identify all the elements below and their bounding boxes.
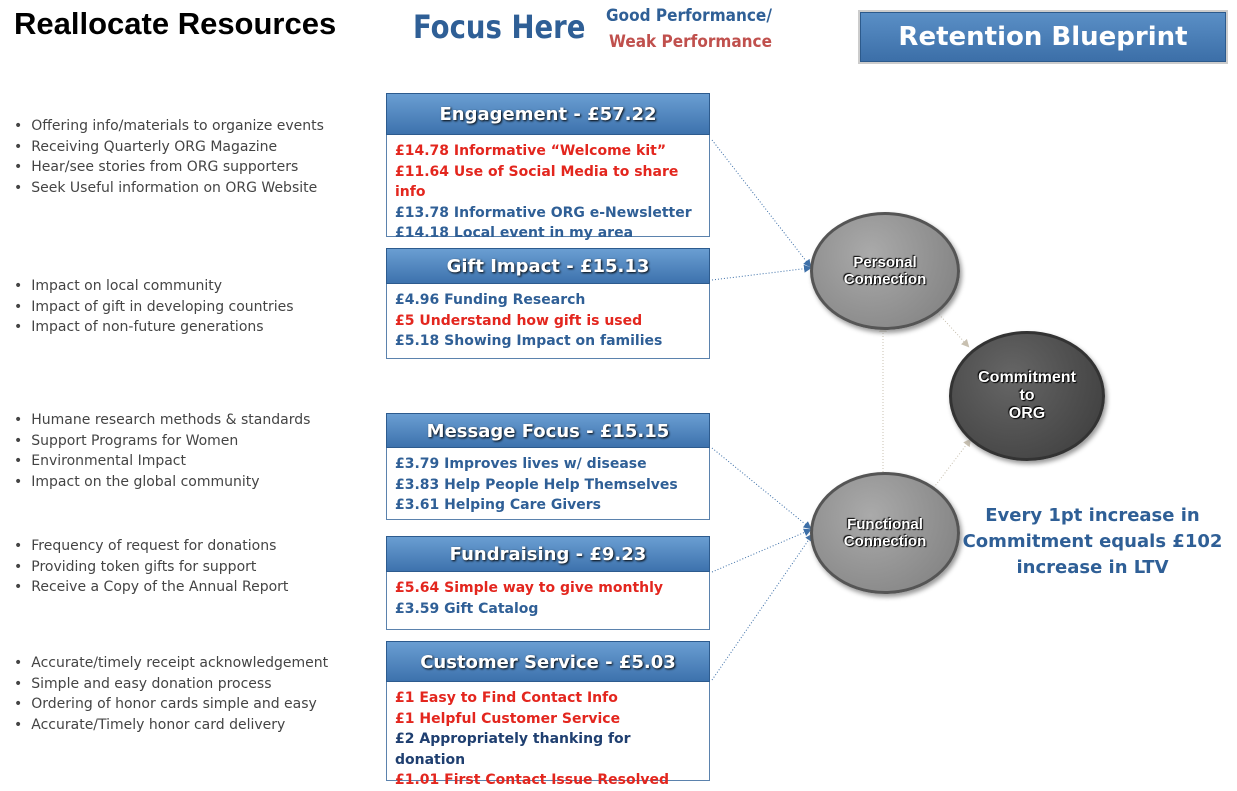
category-items: £4.96 Funding Research £5 Understand how … — [386, 284, 710, 359]
ltv-note: Every 1pt increase in Commitment equals … — [962, 505, 1223, 578]
arrow-customer-service — [711, 533, 814, 681]
legend-good: Good Performance/ — [606, 6, 772, 26]
arrow-message-focus — [711, 447, 812, 530]
bullet-item: Accurate/Timely honor card delivery — [14, 715, 328, 736]
driver-item: £4.96 Funding Research — [395, 292, 586, 308]
category-box: Fundraising - £9.23£5.64 Simple way to g… — [386, 536, 710, 630]
bullet-item: Receive a Copy of the Annual Report — [14, 577, 288, 598]
category-items: £5.64 Simple way to give monthly £3.59 Gi… — [386, 572, 710, 630]
bullet-item: Support Programs for Women — [14, 431, 310, 452]
driver-item: £13.78 Informative ORG e-Newsletter — [395, 204, 692, 221]
driver-item: £5 Understand how gift is used — [395, 312, 643, 329]
retention-blueprint-banner: Retention Blueprint — [860, 12, 1226, 62]
arrow-engagement — [711, 139, 812, 268]
category-header: Engagement - £57.22 — [386, 93, 710, 135]
driver-item: £14.18 Local event in my area — [395, 225, 634, 241]
driver-item: £2 Appropriately thanking for donation — [395, 731, 631, 768]
driver-item: £3.83 Help People Help Themselves — [395, 476, 678, 493]
bullet-item: Seek Useful information on ORG Website — [14, 178, 324, 199]
category-header: Customer Service - £5.03 — [386, 641, 710, 682]
driver-item: £1 Easy to Find Contact Info — [395, 690, 618, 706]
driver-item: £5.64 Simple way to give monthly — [395, 580, 664, 596]
arrow-gift-impact — [711, 264, 812, 281]
category-header: Gift Impact - £15.13 — [386, 248, 710, 284]
bullet-item: Frequency of request for donations — [14, 536, 288, 557]
category-header: Message Focus - £15.15 — [386, 413, 710, 448]
bullet-item: Receiving Quarterly ORG Magazine — [14, 137, 324, 158]
category-items: £14.78 Informative “Welcome kit” £11.64 U… — [386, 135, 710, 241]
bullet-item: Hear/see stories from ORG supporters — [14, 157, 324, 178]
driver-item: £3.59 Gift Catalog — [395, 600, 539, 617]
bullet-item: Impact of gift in developing countries — [14, 297, 293, 318]
driver-item: £3.79 Improves lives w/ disease — [395, 456, 647, 472]
bullet-item: Impact on local community — [14, 276, 294, 297]
category-box: Message Focus - £15.15£3.79 Improves liv… — [386, 413, 710, 520]
category-header: Fundraising - £9.23 — [386, 536, 710, 572]
bullet-group: Humane research methods & standardsSuppo… — [14, 410, 310, 492]
driver-item: £14.78 Informative “Welcome kit” — [395, 143, 667, 159]
category-box: Engagement - £57.22£14.78 Informative “W… — [386, 93, 710, 241]
bullet-group: Offering info/materials to organize even… — [14, 116, 324, 198]
bullet-item: Providing token gifts for support — [14, 557, 288, 578]
bullet-item: Impact of non-future generations — [14, 317, 294, 338]
category-items: £1 Easy to Find Contact Info £1 Helpful C… — [386, 682, 710, 788]
category-box: Gift Impact - £15.13£4.96 Funding Resear… — [386, 248, 710, 359]
bullet-item: Simple and easy donation process — [14, 674, 328, 695]
driver-item: £3.61 Helping Care Givers — [395, 497, 601, 513]
driver-item: £11.64 Use of Social Media to share info — [395, 163, 679, 201]
category-items: £3.79 Improves lives w/ disease £3.83 Hel… — [386, 448, 710, 520]
bullet-group: Accurate/timely receipt acknowledgementS… — [14, 653, 328, 735]
focus-heading: Focus Here — [413, 8, 586, 46]
category-box: Customer Service - £5.03£1 Easy to Find … — [386, 641, 710, 788]
bullet-group: Impact on local communityImpact of gift … — [14, 276, 294, 338]
arrow-fundraising — [711, 528, 812, 573]
driver-item: £5.18 Showing Impact on families — [395, 333, 663, 349]
bullet-item: Environmental Impact — [14, 451, 310, 472]
bullet-item: Humane research methods & standards — [14, 410, 310, 431]
driver-item: £1 Helpful Customer Service — [395, 710, 621, 727]
bullet-group: Frequency of request for donationsProvid… — [14, 536, 288, 598]
legend-weak: Weak Performance — [609, 32, 772, 52]
bullet-item: Offering info/materials to organize even… — [14, 116, 324, 137]
bullet-item: Ordering of honor cards simple and easy — [14, 694, 328, 715]
bullet-item: Impact on the global community — [14, 472, 310, 493]
driver-item: £1.01 First Contact Issue Resolved — [395, 772, 670, 788]
bullet-item: Accurate/timely receipt acknowledgement — [14, 653, 328, 674]
page-title: Reallocate Resources — [14, 6, 337, 41]
